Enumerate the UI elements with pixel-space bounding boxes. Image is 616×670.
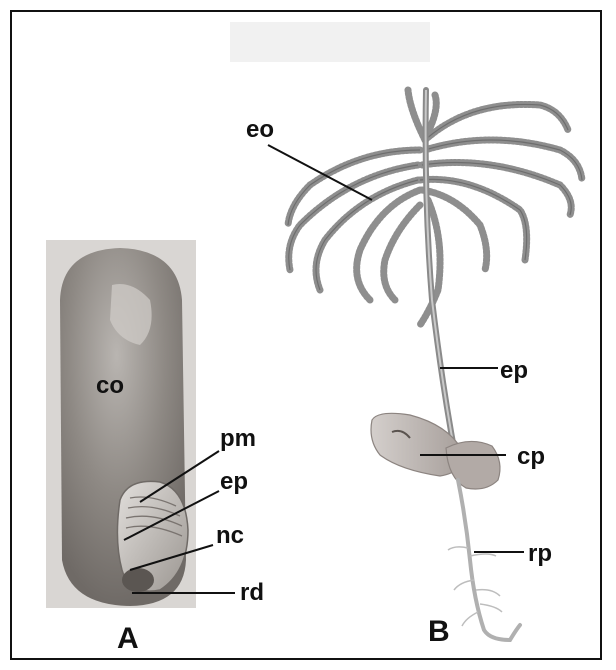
label-co: co <box>96 372 124 399</box>
label-rd: rd <box>240 579 264 606</box>
label-ep-b: ep <box>500 357 528 384</box>
radicle-root <box>458 480 520 640</box>
label-pm: pm <box>220 425 256 452</box>
radicle <box>122 568 154 592</box>
seed-photo <box>46 240 196 608</box>
cotyledon-right <box>446 441 500 489</box>
label-ep-a: ep <box>220 468 248 495</box>
panel-letter-b: B <box>428 615 450 648</box>
eo-leader-line <box>268 145 372 200</box>
panel-letter-a: A <box>117 622 139 655</box>
label-nc: nc <box>216 522 244 549</box>
label-cp: cp <box>517 443 545 470</box>
photo-background-smudge <box>230 22 430 62</box>
label-eo: eo <box>246 116 274 143</box>
eophyll-leaflets <box>288 90 582 325</box>
label-rp: rp <box>528 540 552 567</box>
